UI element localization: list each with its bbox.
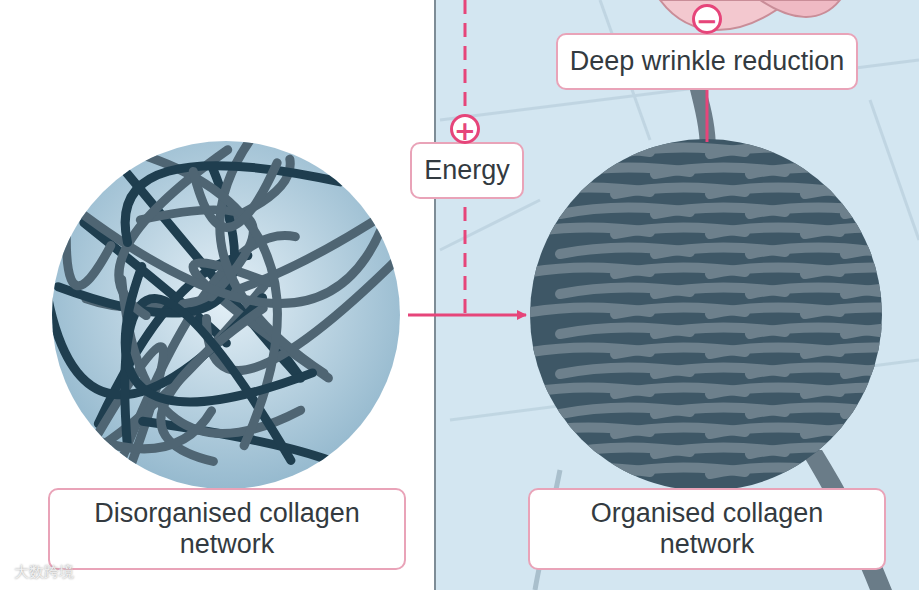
fibre: [870, 100, 919, 240]
label-box: Deep wrinkle reduction: [556, 33, 859, 90]
caption-box: Energy: [410, 142, 524, 199]
fibre: [43, 411, 211, 449]
fibre: [66, 156, 110, 286]
fibre: [750, 407, 880, 414]
caption-box: Disorganised collagen network: [48, 488, 406, 570]
watermark: 大数跨境: [14, 563, 74, 582]
aligned-fibres: [520, 147, 919, 474]
skin-cells: [760, 0, 840, 17]
minus-symbol: −: [692, 4, 722, 34]
fibre: [845, 407, 919, 414]
fibre: [805, 267, 919, 274]
fibre: [805, 187, 919, 194]
fibre: [805, 147, 919, 154]
collagen-node: Organised collagen network: [528, 140, 886, 570]
node-text: Energy: [424, 155, 510, 186]
node-text: Organised collagen network: [560, 498, 854, 560]
collagen-node: Disorganised collagen network: [48, 140, 406, 570]
fibre: [845, 447, 919, 454]
fibre: [845, 247, 919, 254]
caption-box: Organised collagen network: [528, 488, 886, 570]
fibre: [710, 467, 840, 474]
fibre: [845, 367, 919, 374]
node-text: Disorganised collagen network: [80, 498, 374, 560]
node-text: Deep wrinkle reduction: [570, 46, 845, 77]
fibre: [805, 307, 919, 314]
plus-symbol: +: [450, 114, 480, 144]
connector: [705, 90, 708, 142]
fibre: [805, 467, 919, 474]
fibre: [70, 347, 163, 482]
caption-box: Deep wrinkle reduction: [556, 33, 859, 90]
fibre: [49, 189, 380, 304]
divider: [434, 0, 436, 590]
fibre: [845, 287, 919, 294]
connector: [408, 314, 526, 317]
fibre: [750, 207, 880, 214]
fibre: [845, 167, 919, 174]
fibre: [805, 227, 919, 234]
label-box: Energy: [410, 142, 524, 199]
fibre: [750, 447, 880, 454]
random-fibres: [43, 138, 404, 505]
fibre: [845, 207, 919, 214]
fibre: [520, 147, 650, 154]
fibre: [125, 267, 312, 402]
fibre: [805, 387, 919, 394]
fibre: [805, 427, 919, 434]
fibre: [440, 200, 540, 250]
fibre: [750, 167, 880, 174]
fibre: [805, 347, 919, 354]
fibre: [845, 327, 919, 334]
fibre: [710, 147, 840, 154]
fibre: [193, 163, 277, 228]
